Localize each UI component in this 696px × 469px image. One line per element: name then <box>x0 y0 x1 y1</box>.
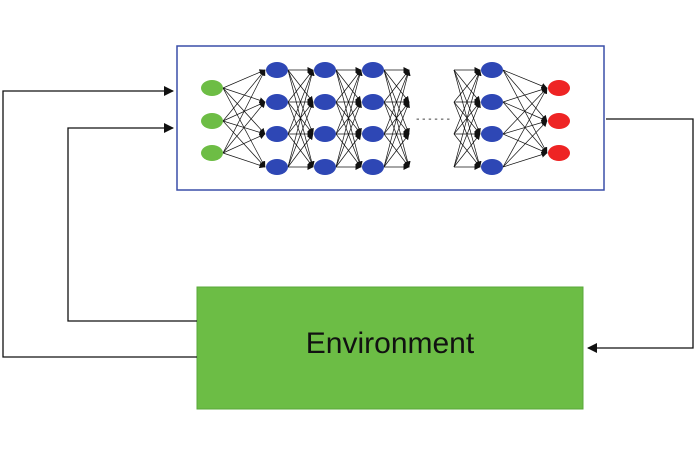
hidden-node <box>481 126 503 142</box>
hidden-node <box>481 159 503 175</box>
output-to-environment-arrow <box>587 118 694 353</box>
hidden-node <box>362 126 384 142</box>
hidden-node <box>314 94 336 110</box>
environment-label: Environment <box>306 327 475 360</box>
network-connection <box>222 120 266 168</box>
layer-gap-marker: - - - - - - <box>416 114 450 125</box>
network-connection <box>222 101 266 154</box>
network-connection <box>502 69 548 122</box>
network-connection <box>502 87 548 168</box>
network-connection <box>222 69 266 122</box>
network-connection <box>222 152 266 169</box>
hidden-node <box>266 159 288 175</box>
network-connection <box>335 133 362 168</box>
network-connection <box>383 69 411 168</box>
state-feedback-arrow <box>67 123 197 322</box>
output-node <box>548 80 570 96</box>
network-connections <box>222 67 548 170</box>
network-connection <box>287 69 315 168</box>
network-connection <box>502 87 548 135</box>
hidden-node <box>266 126 288 142</box>
hidden-node <box>266 62 288 78</box>
network-connection <box>335 69 363 168</box>
network-connection <box>287 101 314 168</box>
network-connection <box>383 69 410 135</box>
network-connection <box>222 133 266 154</box>
network-connection <box>287 133 314 168</box>
network-connection <box>383 101 410 168</box>
network-connection <box>287 69 314 135</box>
reward-feedback-arrow <box>2 86 197 358</box>
hidden-node <box>314 62 336 78</box>
environment-box <box>196 286 584 410</box>
hidden-node <box>362 159 384 175</box>
input-node <box>201 113 223 129</box>
hidden-node <box>266 94 288 110</box>
hidden-node <box>481 62 503 78</box>
network-connection <box>502 151 548 168</box>
network-connection <box>502 120 548 168</box>
network-connection <box>453 101 481 168</box>
network-connection <box>383 133 410 168</box>
network-connection <box>502 69 548 89</box>
network-connection <box>222 69 266 154</box>
hidden-node <box>481 94 503 110</box>
hidden-node <box>314 159 336 175</box>
network-connection <box>453 133 481 168</box>
network-connection <box>502 86 548 103</box>
output-node <box>548 145 570 161</box>
network-nodes <box>201 62 570 175</box>
hidden-node <box>314 126 336 142</box>
network-connection <box>453 69 482 168</box>
input-node <box>201 80 223 96</box>
network-connection <box>222 69 266 89</box>
input-node <box>201 145 223 161</box>
network-connection <box>453 69 481 135</box>
hidden-node <box>362 94 384 110</box>
network-connection <box>335 69 362 135</box>
output-node <box>548 113 570 129</box>
hidden-node <box>362 62 384 78</box>
network-connection <box>335 101 362 168</box>
